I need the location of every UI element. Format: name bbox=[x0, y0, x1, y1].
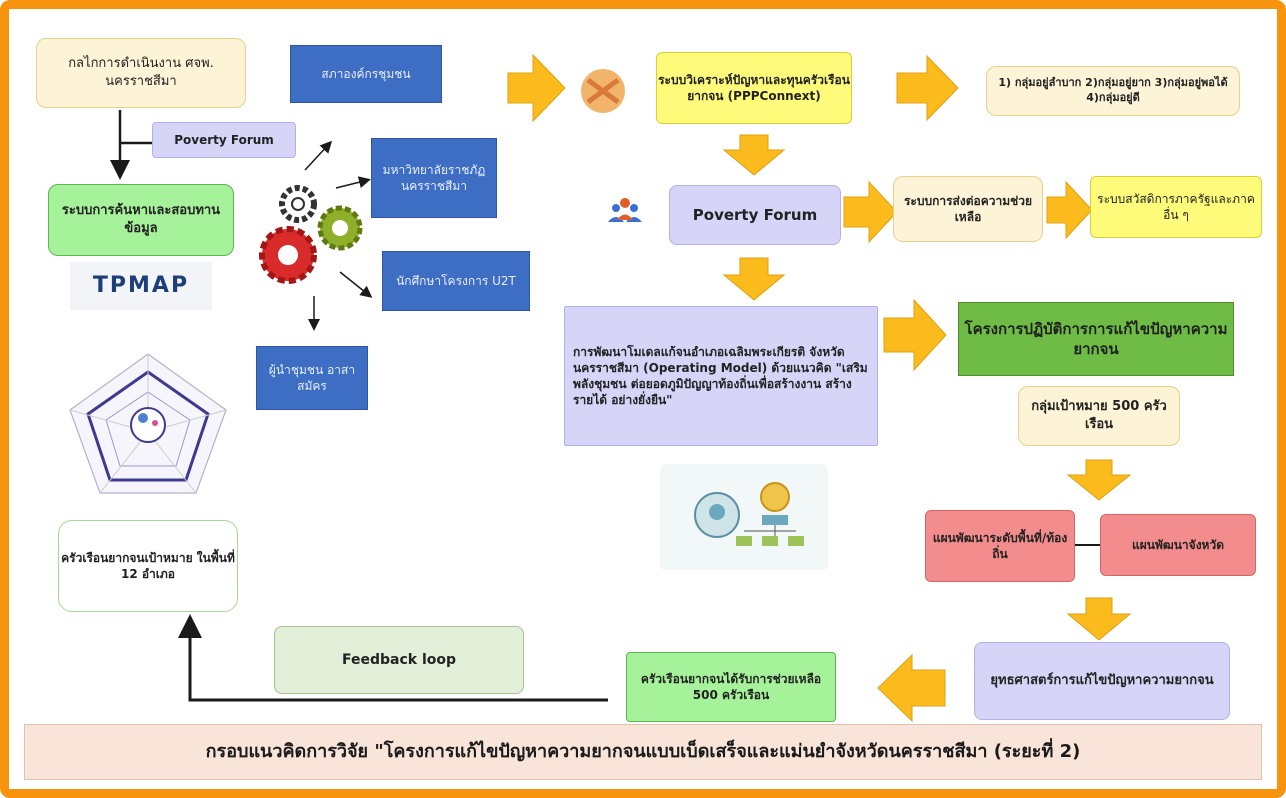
search-system-label: ระบบการค้นหาและสอบทานข้อมูล bbox=[61, 203, 221, 236]
target-households-box: ครัวเรือนยากจนเป้าหมาย ในพื้นที่ 12 อำเภ… bbox=[58, 520, 238, 612]
footer-title: กรอบแนวคิดการวิจัย "โครงการแก้ไขปัญหาควา… bbox=[205, 740, 1081, 762]
poverty-forum-center-label: Poverty Forum bbox=[692, 205, 818, 224]
gear-arrow-2 bbox=[335, 176, 371, 189]
pentagon-radar-logo bbox=[69, 353, 227, 494]
mechanism-label: กลไกการดำเนินงาน ศจพ. นครราชสีมา bbox=[68, 56, 214, 89]
arrow-down-4 bbox=[1066, 597, 1132, 641]
arrow-right-5 bbox=[883, 298, 947, 372]
arrow-left-1 bbox=[877, 653, 946, 723]
strategy-label: ยุทธศาสตร์การแก้ไขปัญหาความยากจน bbox=[990, 673, 1214, 689]
puzzle-hands-icon bbox=[581, 69, 625, 113]
arrow-down-3 bbox=[1066, 459, 1132, 501]
arrow-right-1 bbox=[507, 53, 566, 123]
target-households-label: ครัวเรือนยากจนเป้าหมาย ในพื้นที่ 12 อำเภ… bbox=[61, 550, 235, 581]
feedback-loop-box: Feedback loop bbox=[274, 626, 524, 694]
leaders-box: ผู้นำชุมชน อาสาสมัคร bbox=[256, 346, 368, 410]
groups-box: 1) กลุ่มอยู่ลำบาก 2)กลุ่มอยู่ยาก 3)กลุ่ม… bbox=[986, 66, 1240, 116]
arrow-down-1 bbox=[722, 134, 786, 176]
operating-model-label: การพัฒนาโมเดลแก้จนอำเภอเฉลิมพระเกียรติ จ… bbox=[573, 344, 868, 408]
poverty-forum-left-box: Poverty Forum bbox=[152, 122, 296, 158]
poverty-forum-left-label: Poverty Forum bbox=[174, 132, 274, 147]
mechanism-box: กลไกการดำเนินงาน ศจพ. นครราชสีมา bbox=[36, 38, 246, 108]
target-group-box: กลุ่มเป้าหมาย 500 ครัวเรือน bbox=[1018, 386, 1180, 446]
target-group-label: กลุ่มเป้าหมาย 500 ครัวเรือน bbox=[1031, 399, 1167, 432]
local-plan-box: แผนพัฒนาระดับพื้นที่/ท้องถิ่น bbox=[925, 510, 1075, 582]
feedback-return-arrow bbox=[178, 614, 608, 702]
community-council-box: สภาองค์กรชุมชน bbox=[290, 45, 442, 103]
u2t-box: นักศึกษาโครงการ U2T bbox=[382, 251, 530, 311]
action-project-label: โครงการปฏิบัติการการแก้ไขปัญหาความยากจน bbox=[964, 319, 1228, 358]
community-council-label: สภาองค์กรชุมชน bbox=[321, 66, 411, 81]
arrow-right-4 bbox=[1046, 180, 1093, 240]
people-icon bbox=[608, 198, 642, 222]
analysis-system-box: ระบบวิเคราะห์ปัญหาและทุนครัวเรือนยากจน (… bbox=[656, 52, 852, 124]
idea-network-icon bbox=[660, 464, 828, 570]
gear-arrow-1 bbox=[304, 140, 333, 171]
referral-system-box: ระบบการส่งต่อความช่วยเหลือ bbox=[893, 176, 1043, 242]
groups-label: 1) กลุ่มอยู่ลำบาก 2)กลุ่มอยู่ยาก 3)กลุ่ม… bbox=[998, 76, 1228, 104]
u2t-label: นักศึกษาโครงการ U2T bbox=[396, 273, 516, 288]
provincial-plan-box: แผนพัฒนาจังหวัด bbox=[1100, 514, 1256, 576]
tpmap-logo: TPMAP bbox=[70, 262, 212, 310]
tpmap-logo-text: TPMAP bbox=[92, 273, 190, 299]
poverty-forum-center-box: Poverty Forum bbox=[669, 185, 841, 245]
referral-system-label: ระบบการส่งต่อความช่วยเหลือ bbox=[903, 193, 1033, 224]
analysis-system-label: ระบบวิเคราะห์ปัญหาและทุนครัวเรือนยากจน (… bbox=[658, 72, 850, 103]
welfare-system-box: ระบบสวัสดิการภาครัฐและภาคอื่น ๆ bbox=[1090, 176, 1262, 238]
feedback-loop-label: Feedback loop bbox=[341, 651, 457, 668]
arrow-right-3 bbox=[843, 180, 898, 244]
welfare-system-label: ระบบสวัสดิการภาครัฐและภาคอื่น ๆ bbox=[1097, 191, 1255, 222]
leaders-label: ผู้นำชุมชน อาสาสมัคร bbox=[268, 362, 356, 393]
operating-model-box: การพัฒนาโมเดลแก้จนอำเภอเฉลิมพระเกียรติ จ… bbox=[564, 306, 878, 446]
strategy-box: ยุทธศาสตร์การแก้ไขปัญหาความยากจน bbox=[974, 642, 1230, 720]
gears-icon bbox=[259, 185, 363, 284]
footer-title-box: กรอบแนวคิดการวิจัย "โครงการแก้ไขปัญหาควา… bbox=[24, 724, 1262, 780]
arrow-right-2 bbox=[896, 54, 959, 122]
action-project-box: โครงการปฏิบัติการการแก้ไขปัญหาความยากจน bbox=[958, 302, 1234, 376]
arrow-down-2 bbox=[722, 257, 786, 301]
university-label: มหาวิทยาลัยราชภัฏนครราชสีมา bbox=[382, 162, 486, 193]
helped-households-box: ครัวเรือนยากจนได้รับการช่วยเหลือ 500 ครั… bbox=[626, 652, 836, 722]
gear-arrow-3 bbox=[339, 271, 373, 298]
search-system-box: ระบบการค้นหาและสอบทานข้อมูล bbox=[48, 184, 234, 256]
local-plan-label: แผนพัฒนาระดับพื้นที่/ท้องถิ่น bbox=[932, 530, 1068, 561]
provincial-plan-label: แผนพัฒนาจังหวัด bbox=[1132, 537, 1224, 552]
helped-households-label: ครัวเรือนยากจนได้รับการช่วยเหลือ 500 ครั… bbox=[640, 671, 822, 702]
university-box: มหาวิทยาลัยราชภัฏนครราชสีมา bbox=[371, 138, 497, 218]
